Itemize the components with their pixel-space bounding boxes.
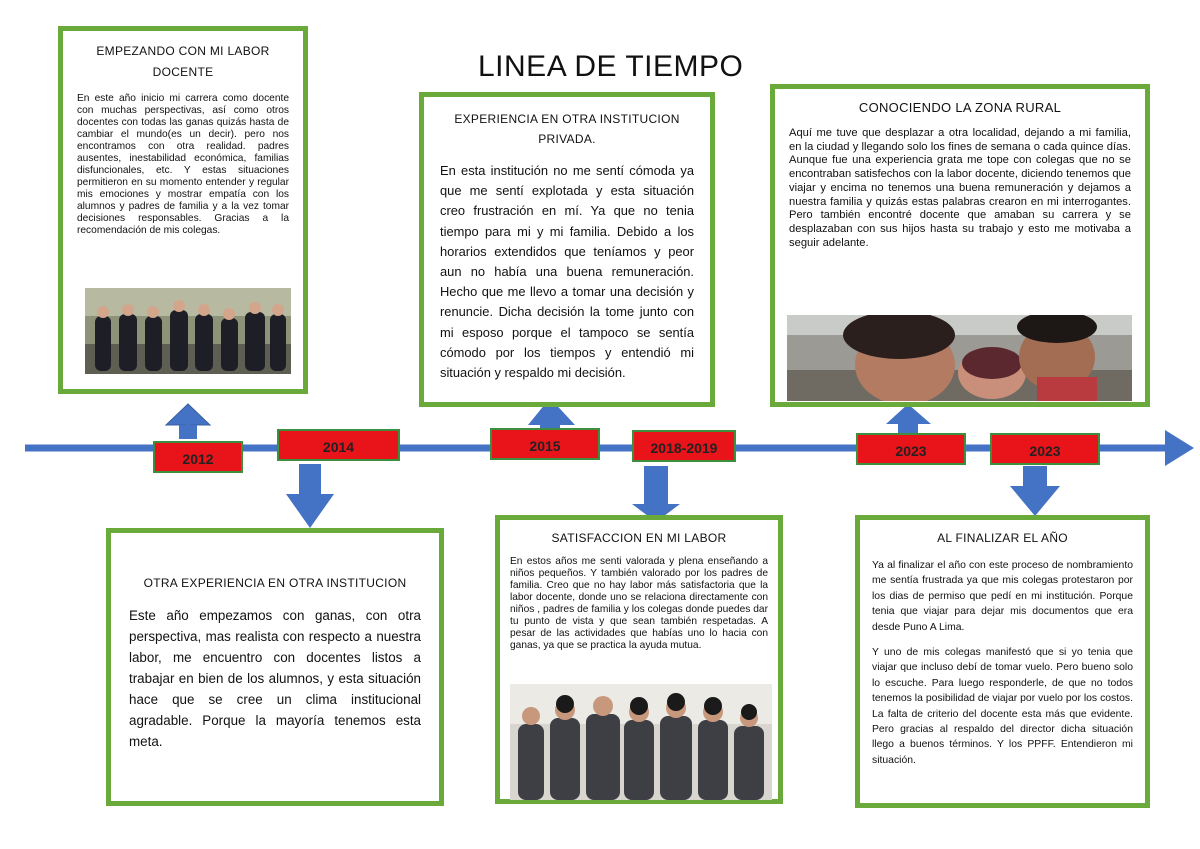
box-2012-text: En este año inicio mi carrera como docen… (77, 93, 289, 236)
box-2012-heading: EMPEZANDO CON MI LABOR DOCENTE (96, 44, 270, 79)
box-2012: EMPEZANDO CON MI LABOR DOCENTE En este a… (58, 26, 308, 394)
box-2014: OTRA EXPERIENCIA EN OTRA INSTITUCION Est… (106, 528, 444, 806)
arrow-up-2015-shaft (540, 423, 560, 431)
arrow-down-2018-head (632, 504, 680, 522)
year-label-2015: 2015 (490, 428, 600, 460)
arrow-down-2018-shaft (644, 466, 668, 506)
arrow-up-2023a-shaft (898, 422, 918, 434)
year-label-2018-2019: 2018-2019 (632, 430, 736, 462)
box-2014-text: Este año empezamos con ganas, con otra p… (129, 608, 421, 749)
arrow-up-2015-head (528, 398, 575, 425)
box-2023-final: AL FINALIZAR EL AÑO Ya al finalizar el a… (855, 515, 1150, 808)
year-label-2012: 2012 (153, 441, 243, 473)
arrow-down-2014-shaft (299, 464, 321, 496)
arrow-down-2023b-shaft (1023, 466, 1047, 486)
arrow-down-2023b-head (1010, 486, 1060, 516)
box-2018-text: En estos años me senti valorada y plena … (510, 556, 768, 651)
photo-rural-family (787, 315, 1132, 401)
box-2023-final-text-2: Y uno de mis colegas manifestó que si yo… (872, 647, 1133, 766)
page-title: LINEA DE TIEMPO (478, 50, 744, 83)
photo-colleagues-2012 (85, 288, 291, 374)
box-2015: EXPERIENCIA EN OTRA INSTITUCION PRIVADA.… (419, 92, 715, 407)
photo-2018-image (510, 684, 772, 800)
year-label-2023b: 2023 (990, 433, 1100, 465)
box-2015-text: En esta institución no me sentí cómoda y… (440, 163, 694, 381)
arrow-up-2023a-head (886, 404, 931, 424)
year-label-2023a: 2023 (856, 433, 966, 465)
timeline-arrowhead (1165, 430, 1194, 466)
year-label-2014: 2014 (277, 429, 400, 461)
box-2023-final-text-1: Ya al finalizar el año con este proceso … (872, 560, 1133, 633)
box-2023-rural-heading: CONOCIENDO LA ZONA RURAL (858, 100, 1062, 115)
photo-colleagues-2018 (510, 684, 772, 800)
box-2018-2019: SATISFACCION EN MI LABOR En estos años m… (495, 515, 783, 804)
box-2023-final-heading: AL FINALIZAR EL AÑO (937, 531, 1068, 545)
photo-2012-image (85, 288, 291, 374)
photo-2023-image (787, 315, 1132, 401)
box-2015-heading: EXPERIENCIA EN OTRA INSTITUCION PRIVADA. (454, 112, 680, 146)
box-2023-rural-text: Aquí me tuve que desplazar a otra locali… (789, 127, 1131, 249)
box-2023-rural: CONOCIENDO LA ZONA RURAL Aquí me tuve qu… (770, 84, 1150, 407)
box-2018-heading: SATISFACCION EN MI LABOR (551, 531, 727, 545)
arrow-down-2014-head (286, 494, 334, 528)
box-2014-heading: OTRA EXPERIENCIA EN OTRA INSTITUCION (143, 576, 407, 590)
